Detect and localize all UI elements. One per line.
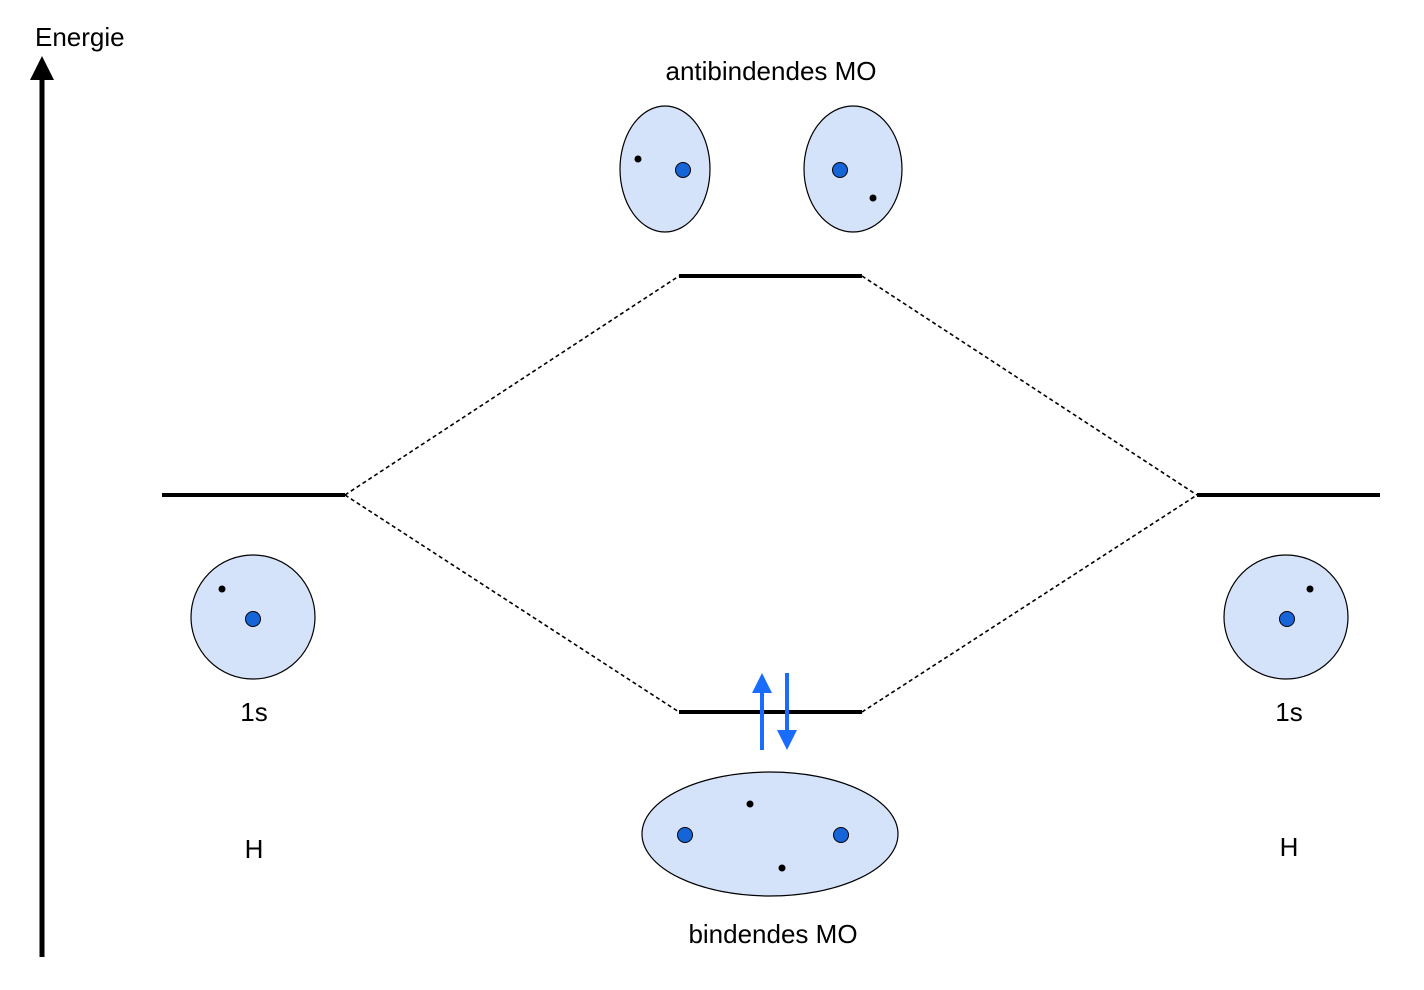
- antibonding-nucleus-right: [832, 162, 848, 178]
- bonding-nucleus-right: [833, 827, 849, 843]
- left-h-atom: 1s H: [190, 554, 316, 864]
- antibonding-mo: antibindendes MO: [619, 56, 903, 233]
- electron-pair: [752, 673, 797, 750]
- antibonding-label: antibindendes MO: [665, 56, 876, 86]
- correlation-right-antibonding: [861, 275, 1198, 496]
- left-element-label: H: [245, 834, 264, 864]
- energy-axis: Energie: [30, 22, 125, 957]
- bonding-label: bindendes MO: [688, 919, 857, 949]
- left-electron: [218, 585, 226, 593]
- antibonding-lobe-right: [803, 105, 903, 233]
- right-nucleus: [1279, 611, 1295, 627]
- correlation-lines: [344, 275, 1198, 713]
- right-element-label: H: [1280, 832, 1299, 862]
- bonding-electron-lower: [778, 864, 786, 872]
- left-nucleus: [245, 611, 261, 627]
- bonding-orbital: [641, 771, 899, 897]
- antibonding-lobe-left: [619, 105, 711, 233]
- bonding-mo: bindendes MO: [641, 673, 899, 949]
- correlation-left-antibonding: [344, 275, 680, 496]
- right-orbital-label: 1s: [1275, 697, 1302, 727]
- right-electron: [1306, 585, 1314, 593]
- antibonding-nucleus-left: [675, 162, 691, 178]
- bonding-electron-upper: [746, 800, 754, 808]
- axis-arrowhead-icon: [30, 56, 54, 80]
- correlation-right-bonding: [861, 494, 1198, 713]
- energy-levels: [162, 274, 1380, 714]
- correlation-left-bonding: [344, 494, 680, 713]
- antibonding-electron-left: [634, 155, 642, 163]
- left-orbital-label: 1s: [240, 697, 267, 727]
- spin-down-arrow-icon: [777, 730, 797, 750]
- bonding-nucleus-left: [677, 827, 693, 843]
- right-h-atom: 1s H: [1223, 554, 1349, 862]
- antibonding-electron-right: [869, 194, 877, 202]
- spin-up-arrow-icon: [752, 673, 772, 693]
- energy-axis-label: Energie: [35, 22, 125, 52]
